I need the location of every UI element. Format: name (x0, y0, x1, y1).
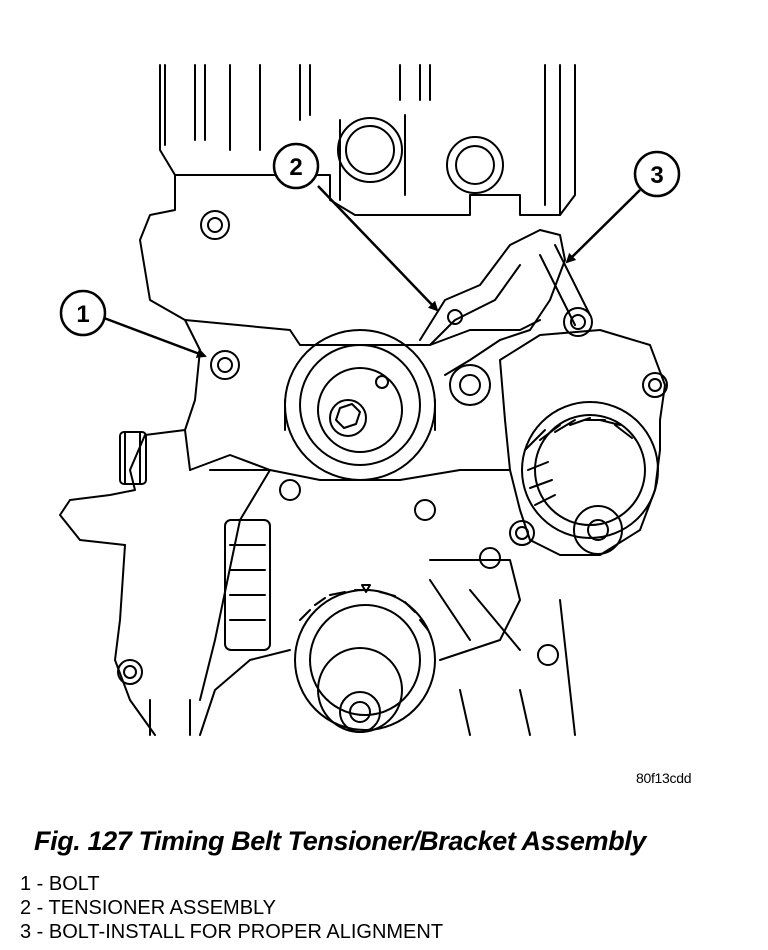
callout-leaders (103, 185, 641, 358)
figure-caption: Fig. 127 Timing Belt Tensioner/Bracket A… (34, 826, 646, 856)
callout-3-number: 3 (650, 162, 663, 189)
legend-item: 3 - BOLT-INSTALL FOR PROPER ALIGNMENT (20, 921, 444, 943)
engine-illustration: 1 2 3 (59, 64, 681, 736)
callout-1: 1 (59, 289, 107, 337)
callout-2: 2 (272, 142, 320, 190)
engine-line-art (59, 64, 668, 736)
legend-item: 2 - TENSIONER ASSEMBLY (20, 897, 277, 919)
leader-arrow-1 (103, 316, 207, 358)
callout-3: 3 (633, 150, 681, 198)
leader-arrow-3 (565, 189, 641, 264)
leader-arrow-2 (317, 185, 439, 312)
figure-reference-code: 80f13cdd (636, 770, 692, 786)
legend-item: 1 - BOLT (20, 873, 100, 895)
legend-list: 1 - BOLT 2 - TENSIONER ASSEMBLY 3 - BOLT… (20, 872, 443, 944)
callout-2-number: 2 (289, 154, 302, 181)
callout-1-number: 1 (76, 301, 89, 328)
